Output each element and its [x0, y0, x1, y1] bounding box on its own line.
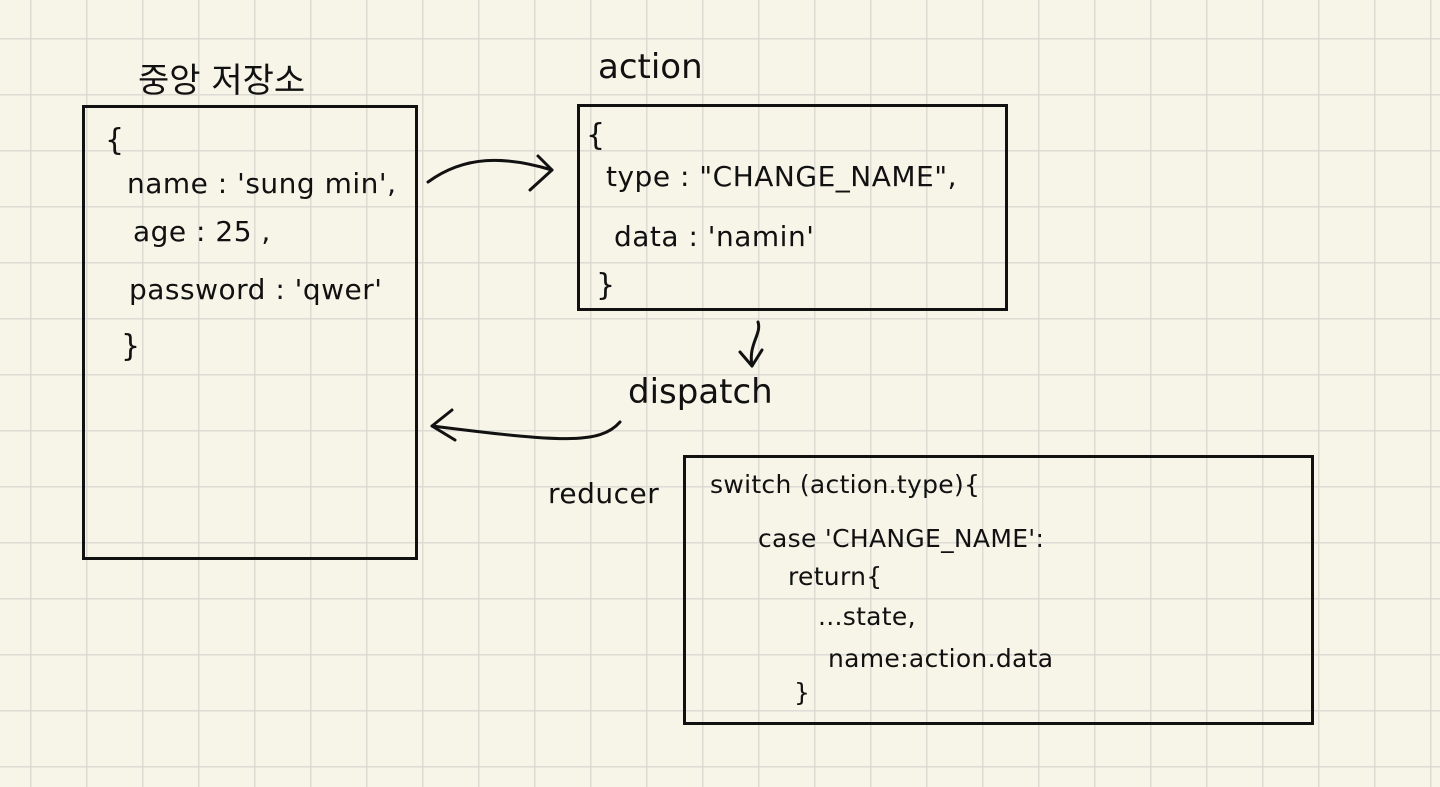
action-box: { type : "CHANGE_NAME", data : 'namin' }	[577, 104, 1008, 311]
reducer-label: reducer	[548, 477, 660, 510]
reducer-line-switch: switch (action.type){	[710, 470, 981, 499]
arrow-dispatch-to-store	[430, 420, 622, 441]
arrow-store-to-action-head	[528, 154, 554, 192]
dispatch-label: dispatch	[628, 372, 773, 412]
store-open-brace: {	[105, 123, 125, 158]
action-close-brace: }	[596, 268, 616, 303]
arrow-store-to-action	[426, 158, 554, 184]
store-line-name: name : 'sung min',	[127, 167, 397, 200]
arrow-action-to-dispatch	[749, 320, 761, 368]
store-line-age: age : 25 ,	[133, 215, 271, 248]
reducer-line-name: name:action.data	[828, 644, 1054, 673]
action-open-brace: {	[586, 118, 606, 153]
reducer-line-state: ...state,	[818, 602, 916, 631]
store-box: { name : 'sung min', age : 25 , password…	[82, 105, 418, 560]
reducer-box: switch (action.type){ case 'CHANGE_NAME'…	[683, 455, 1314, 725]
action-title: action	[598, 47, 703, 87]
reducer-close-brace: }	[794, 678, 811, 707]
action-line-type: type : "CHANGE_NAME",	[606, 160, 957, 193]
action-line-data: data : 'namin'	[614, 220, 815, 253]
store-close-brace: }	[121, 329, 141, 364]
arrow-dispatch-to-store-head	[430, 408, 457, 442]
store-title: 중앙 저장소	[138, 61, 306, 101]
arrow-action-to-dispatch-head	[738, 348, 764, 368]
reducer-line-return: return{	[788, 562, 883, 591]
store-line-password: password : 'qwer'	[129, 273, 383, 306]
reducer-line-case: case 'CHANGE_NAME':	[758, 524, 1045, 553]
